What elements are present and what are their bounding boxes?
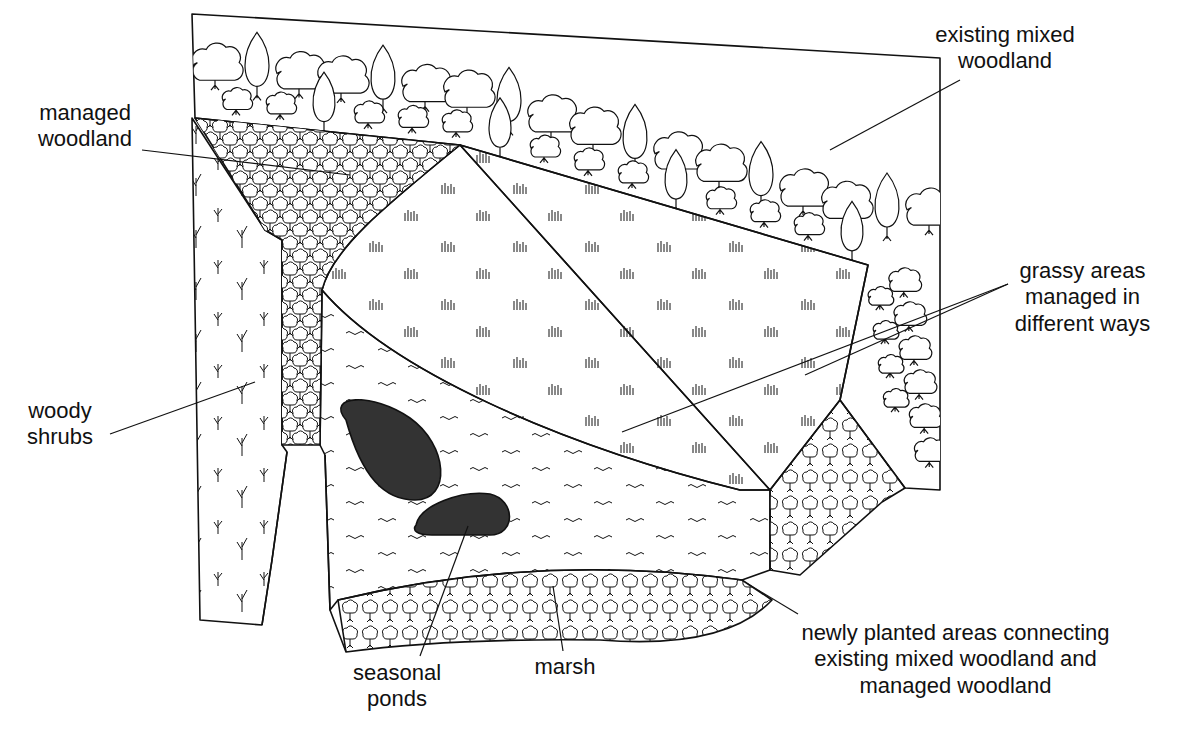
tree-symbol [873,321,899,340]
region-label: newly planted areas connecting existing … [783,620,1128,699]
seasonal-pond [341,400,441,500]
leader-line [748,584,798,614]
tree-symbol [672,199,680,213]
tree-symbol [253,86,261,100]
tree-symbol [883,389,909,408]
tree-symbol [889,268,922,292]
tree-symbol [192,43,243,80]
tree-symbol [906,188,957,225]
tree-symbol [899,336,932,360]
region-label: grassy areas managed in different ways [1000,258,1165,337]
leader-line [830,80,960,150]
tree-symbol [320,122,328,136]
woodland-trees [192,32,957,467]
tree-symbol [313,72,335,122]
tree-symbol [868,287,894,306]
region-label: marsh [530,654,600,680]
tree-symbol [570,107,621,144]
region-label: existing mixed woodland [920,22,1090,75]
tree-symbol [915,438,948,462]
tree-symbol [354,101,384,123]
tree-symbol [222,88,252,110]
seasonal-pond [415,493,510,535]
tree-symbol [442,110,472,132]
region-label: seasonal ponds [345,660,449,713]
region-label: woody shrubs [12,398,108,451]
tree-symbol [875,173,899,227]
tree-symbol [750,200,780,222]
tree-symbol [489,98,511,148]
marsh-region [320,290,770,610]
habitat-regions [192,14,940,652]
tree-symbol [904,370,937,394]
leader-line [622,284,1008,432]
tree-symbol [841,201,863,251]
leader-line [805,284,1008,375]
planted-strip-bottom [338,570,772,652]
footpath-edge [262,452,346,652]
tree-symbol [878,355,904,374]
tree-symbol [909,404,942,428]
tree-symbol [245,32,269,86]
tree-symbol [696,144,747,181]
tree-symbol [848,251,856,265]
leader-line [420,526,468,656]
tree-symbol [574,148,604,170]
leader-line [142,150,350,175]
leader-line [110,382,255,434]
leader-lines [110,80,1008,656]
tree-symbol [794,213,824,235]
tree-symbol [444,70,495,107]
tree-symbol [398,105,428,127]
planted-strip-right [770,400,905,575]
tree-symbol [266,92,296,114]
tree-symbol [883,227,891,241]
leader-line [553,586,563,651]
tree-symbol [530,135,560,157]
region-label: managed woodland [30,100,140,153]
tree-symbol [665,150,687,200]
tree-symbol [706,187,736,209]
tree-symbol [749,142,773,196]
tree-symbol [371,45,395,99]
tree-symbol [623,104,647,158]
tree-symbol [618,161,648,183]
tree-symbol [496,147,504,161]
